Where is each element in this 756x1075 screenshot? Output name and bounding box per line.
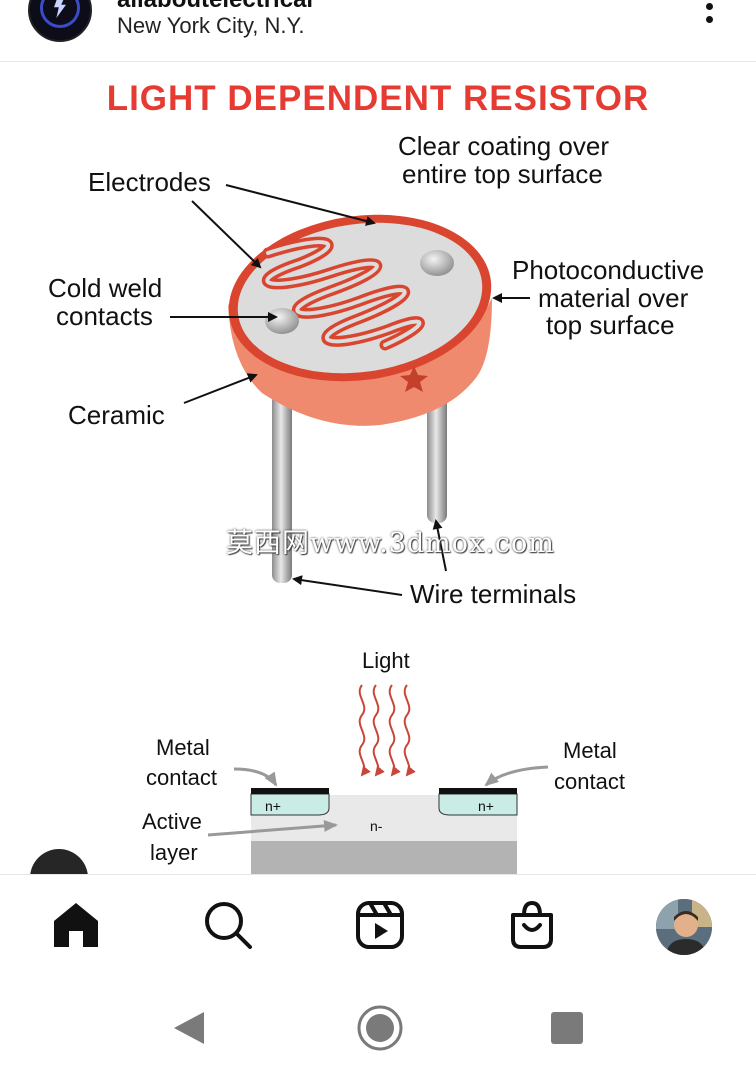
star-logo-icon (400, 366, 428, 392)
back-triangle-icon[interactable] (172, 1010, 206, 1046)
label-ceramic: Ceramic (68, 400, 165, 430)
n-plus-right-region (438, 793, 518, 816)
metal-contact-right (439, 788, 517, 794)
label-clear-coating-2: entire top surface (402, 159, 603, 189)
ceramic-side (228, 298, 492, 426)
home-icon[interactable] (50, 899, 102, 951)
label-electrodes: Electrodes (88, 167, 211, 197)
label-photoconductive-2: material over (538, 283, 689, 313)
cold-weld-pad-right (420, 250, 454, 276)
label-cold-weld-2: contacts (56, 301, 153, 331)
label-active-2: layer (150, 840, 198, 865)
label-photoconductive-1: Photoconductive (512, 255, 704, 285)
label-wire-terminals: Wire terminals (410, 579, 576, 609)
n-plus-left-region (250, 793, 330, 816)
avatar-ring (40, 0, 80, 28)
bottom-navigation (0, 874, 756, 978)
post-header: allaboutelectrical New York City, N.Y. (0, 0, 756, 62)
light-rays (358, 684, 416, 777)
profile-avatar[interactable] (656, 899, 712, 955)
watermark-text: 莫西网www.3dmox.com (226, 528, 555, 559)
label-metal-right-2: contact (554, 769, 625, 794)
label-n-minus: n- (370, 818, 383, 834)
label-cold-weld-1: Cold weld (48, 273, 162, 303)
label-active-1: Active (142, 809, 202, 834)
wire-leg-left (272, 393, 292, 583)
label-photoconductive-3: top surface (546, 310, 675, 340)
cold-weld-pad-left (265, 308, 299, 334)
reels-icon[interactable] (354, 899, 406, 951)
account-username[interactable]: allaboutelectrical (117, 0, 313, 14)
post-location[interactable]: New York City, N.Y. (117, 13, 305, 38)
shop-bag-icon[interactable] (506, 899, 558, 951)
label-metal-left-1: Metal (156, 735, 210, 760)
label-light: Light (362, 648, 410, 673)
label-n-plus-left: n+ (265, 798, 281, 814)
account-avatar[interactable] (28, 0, 92, 42)
system-navigation (0, 978, 756, 1075)
metal-contact-left (251, 788, 329, 794)
wire-leg-right (427, 383, 447, 523)
ldr-diagram: Clear coating over entire top surface El… (48, 131, 704, 874)
label-clear-coating-1: Clear coating over (398, 131, 609, 161)
label-n-plus-right: n+ (478, 798, 494, 814)
label-metal-right-1: Metal (563, 738, 617, 763)
search-icon[interactable] (202, 899, 254, 951)
substrate (251, 841, 517, 874)
more-vertical-icon[interactable] (696, 0, 724, 30)
post-image[interactable]: LIGHT DEPENDENT RESISTOR (0, 63, 756, 874)
diagram-title: LIGHT DEPENDENT RESISTOR (106, 79, 650, 118)
square-recent-icon[interactable] (551, 1012, 583, 1044)
label-metal-left-2: contact (146, 765, 217, 790)
circle-home-icon[interactable] (356, 1004, 404, 1052)
